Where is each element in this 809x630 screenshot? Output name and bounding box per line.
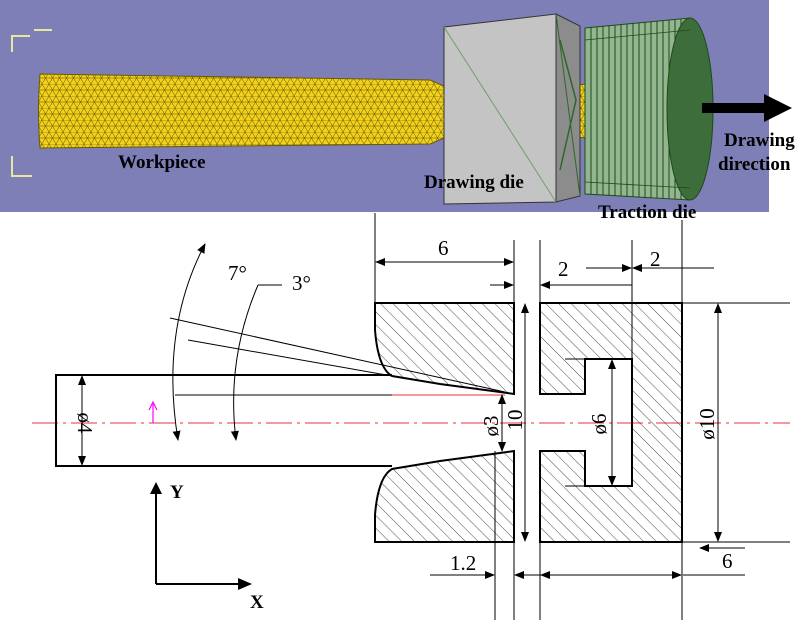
cone-line-outer: [169, 317, 506, 393]
dim-top-6-label: 6: [438, 236, 449, 260]
viewport-corner-marker: [11, 29, 52, 52]
pink-direction-arrow: [148, 400, 158, 423]
angle-arc-7: [172, 243, 206, 441]
fem-scene: Workpiece Drawing die Traction die Drawi…: [0, 0, 795, 223]
traction-die: [584, 17, 714, 201]
traction-die-label: Traction die: [598, 202, 696, 223]
dim-d10-label: ø10: [695, 408, 719, 440]
drawing-die-lower: [374, 449, 515, 543]
drawing-die-label: Drawing die: [424, 172, 524, 193]
workpiece-outline: [55, 374, 392, 467]
dim-d3-label: ø3: [479, 416, 503, 437]
angle-3-label: 3°: [292, 271, 311, 295]
workpiece-mesh: [38, 73, 445, 149]
drawing-die-upper: [374, 302, 515, 396]
axis-y-label: Y: [170, 482, 184, 503]
drawing-direction-arrow: [702, 94, 792, 122]
dim-1-2-label: 1.2: [450, 551, 476, 575]
dim-d4-label: ø4: [73, 413, 97, 435]
workpiece-label: Workpiece: [118, 152, 206, 173]
direction-label-line2: direction: [718, 154, 791, 175]
axis-x-label: X: [250, 592, 264, 613]
direction-label-line1: Drawing: [724, 130, 795, 151]
dim-bottom-6-label: 6: [722, 549, 733, 573]
dim-d6-label: ø6: [587, 414, 611, 435]
coordinate-axes: Y X: [150, 482, 264, 613]
angle-arc-3: [230, 284, 259, 441]
dim-gap-label: 2: [558, 257, 569, 281]
dim-right-2-label: 2: [650, 247, 661, 271]
viewport-corner-marker: [11, 156, 32, 177]
dim-10-inner-label: 10: [503, 410, 527, 431]
drawing-die: [443, 13, 581, 205]
angle-7-label: 7°: [228, 261, 247, 285]
engineering-drawing: 7° 3° ø4 6 2 2 ø3 10 ø6: [32, 213, 790, 620]
cone-line-inner: [187, 339, 393, 377]
